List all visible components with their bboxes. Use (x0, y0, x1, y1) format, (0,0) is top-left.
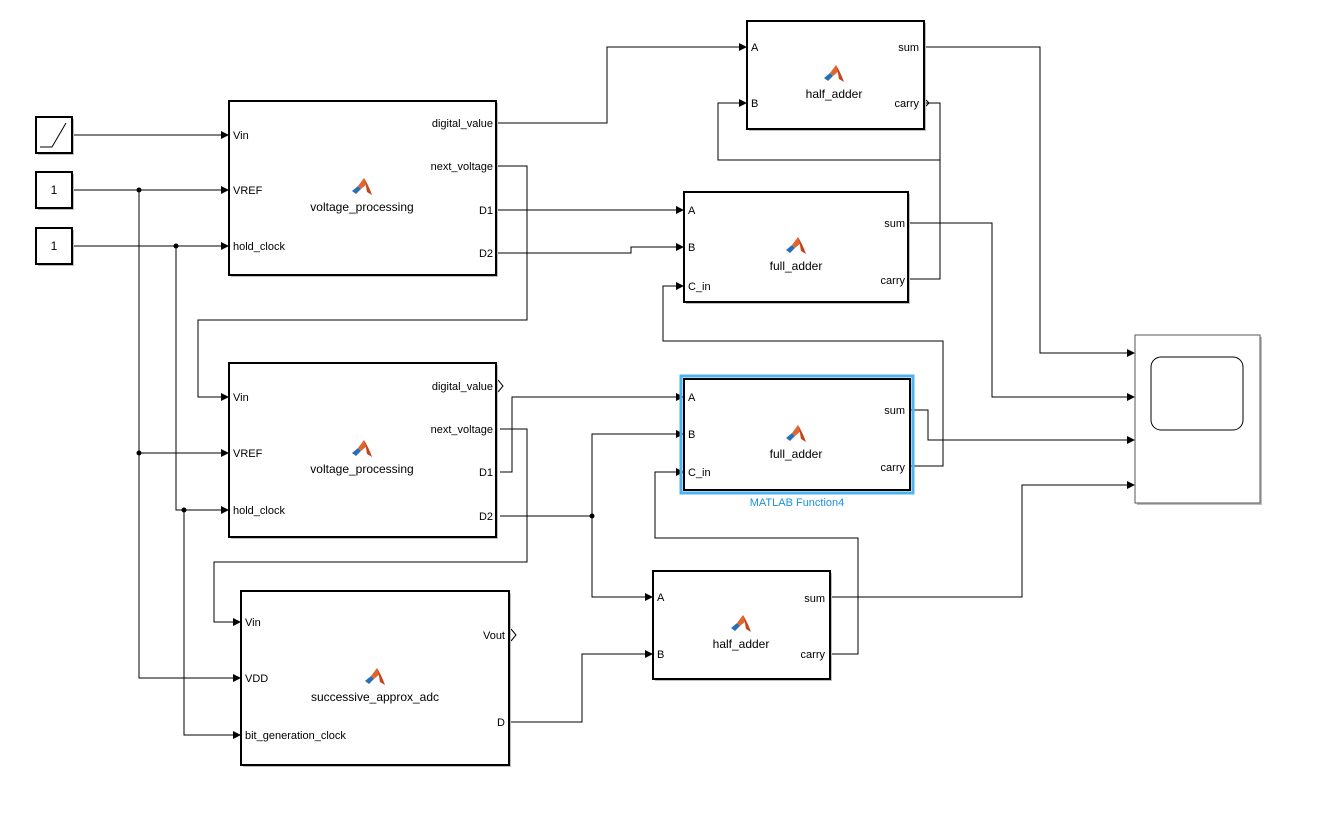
port-hold-clock: hold_clock (233, 241, 285, 253)
full-adder-block-1[interactable]: A B C_in sum carry full_adder (683, 191, 910, 304)
port-b: B (657, 649, 664, 661)
port-digital-value: digital_value (432, 118, 493, 130)
port-bit-generation-clock: bit_generation_clock (245, 730, 346, 742)
arrowheads (221, 43, 1135, 739)
block-title: half_adder (806, 87, 863, 101)
port-d1: D1 (479, 205, 493, 217)
port-carry: carry (881, 275, 906, 287)
constant-value: 1 (51, 239, 58, 253)
block-title: full_adder (770, 447, 823, 461)
ramp-source-block[interactable] (35, 116, 74, 155)
port-carry: carry (881, 462, 906, 474)
port-d: D (497, 717, 505, 729)
block-title: full_adder (770, 259, 823, 273)
constant-block-clock[interactable]: 1 (35, 227, 74, 266)
port-sum: sum (804, 593, 825, 605)
port-sum: sum (884, 405, 905, 417)
block-title: voltage_processing (310, 200, 413, 214)
port-vref: VREF (233, 185, 263, 197)
signal-lines (72, 46, 1130, 736)
port-vdd: VDD (245, 673, 268, 685)
block-title: voltage_processing (310, 462, 413, 476)
port-vin: Vin (233, 130, 249, 142)
port-vref: VREF (233, 448, 263, 460)
full-adder-block-2[interactable]: A B C_in sum carry full_adder MATLAB Fun… (679, 374, 915, 509)
half-adder-block-2[interactable]: A B sum carry half_adder (652, 570, 832, 681)
port-c-in: C_in (688, 281, 711, 293)
port-a: A (657, 592, 665, 604)
port-c-in: C_in (688, 467, 711, 479)
port-next-voltage: next_voltage (431, 161, 493, 173)
port-a: A (688, 392, 696, 404)
scope-icon (1150, 356, 1244, 431)
branch-points (136, 187, 595, 519)
port-b: B (751, 98, 758, 110)
port-carry: carry (895, 98, 920, 110)
port-hold-clock: hold_clock (233, 505, 285, 517)
voltage-processing-block-2[interactable]: Vin VREF hold_clock digital_value next_v… (228, 362, 498, 539)
block-title: successive_approx_adc (311, 690, 439, 704)
ramp-icon (40, 122, 67, 148)
port-b: B (688, 242, 695, 254)
constant-block-vref[interactable]: 1 (35, 171, 74, 210)
scope-block[interactable] (1134, 334, 1262, 505)
port-digital-value: digital_value (432, 381, 493, 393)
port-carry: carry (801, 649, 826, 661)
port-sum: sum (884, 218, 905, 230)
port-d1: D1 (479, 467, 493, 479)
port-a: A (688, 205, 696, 217)
port-next-voltage: next_voltage (431, 424, 493, 436)
voltage-processing-block-1[interactable]: Vin VREF hold_clock digital_value next_v… (228, 100, 498, 277)
half-adder-block-1[interactable]: A B sum carry half_adder (746, 20, 926, 131)
port-d2: D2 (479, 248, 493, 260)
constant-value: 1 (51, 183, 58, 197)
port-sum: sum (898, 42, 919, 54)
port-a: A (751, 42, 759, 54)
port-d2: D2 (479, 511, 493, 523)
port-vin: Vin (245, 617, 261, 629)
successive-approx-adc-block[interactable]: Vin VDD bit_generation_clock Vout D succ… (240, 590, 511, 767)
port-vin: Vin (233, 392, 249, 404)
block-caption[interactable]: MATLAB Function4 (750, 497, 845, 509)
port-b: B (688, 429, 695, 441)
port-vout: Vout (483, 630, 505, 642)
block-title: half_adder (713, 637, 770, 651)
selection-highlight (679, 374, 915, 495)
